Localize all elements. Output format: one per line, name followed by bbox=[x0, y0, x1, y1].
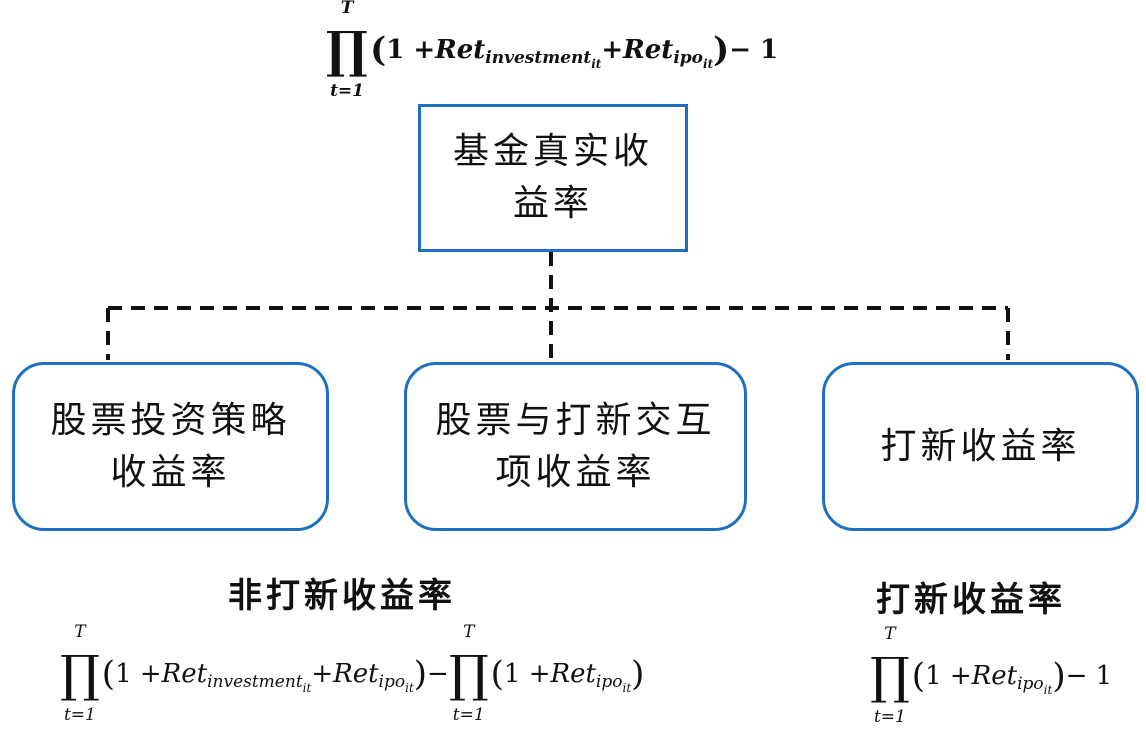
child-node-stock-strategy: 股票投资策略收益率 bbox=[12, 362, 329, 531]
child-node-ipo: 打新收益率 bbox=[822, 362, 1139, 531]
child-node-interaction: 股票与打新交互项收益率 bbox=[404, 362, 747, 531]
right-label: 打新收益率 bbox=[876, 580, 1066, 620]
root-node: 基金真实收益率 bbox=[418, 104, 688, 252]
left-label: 非打新收益率 bbox=[228, 576, 456, 616]
product-operator: T∏t=1 bbox=[326, 0, 369, 101]
